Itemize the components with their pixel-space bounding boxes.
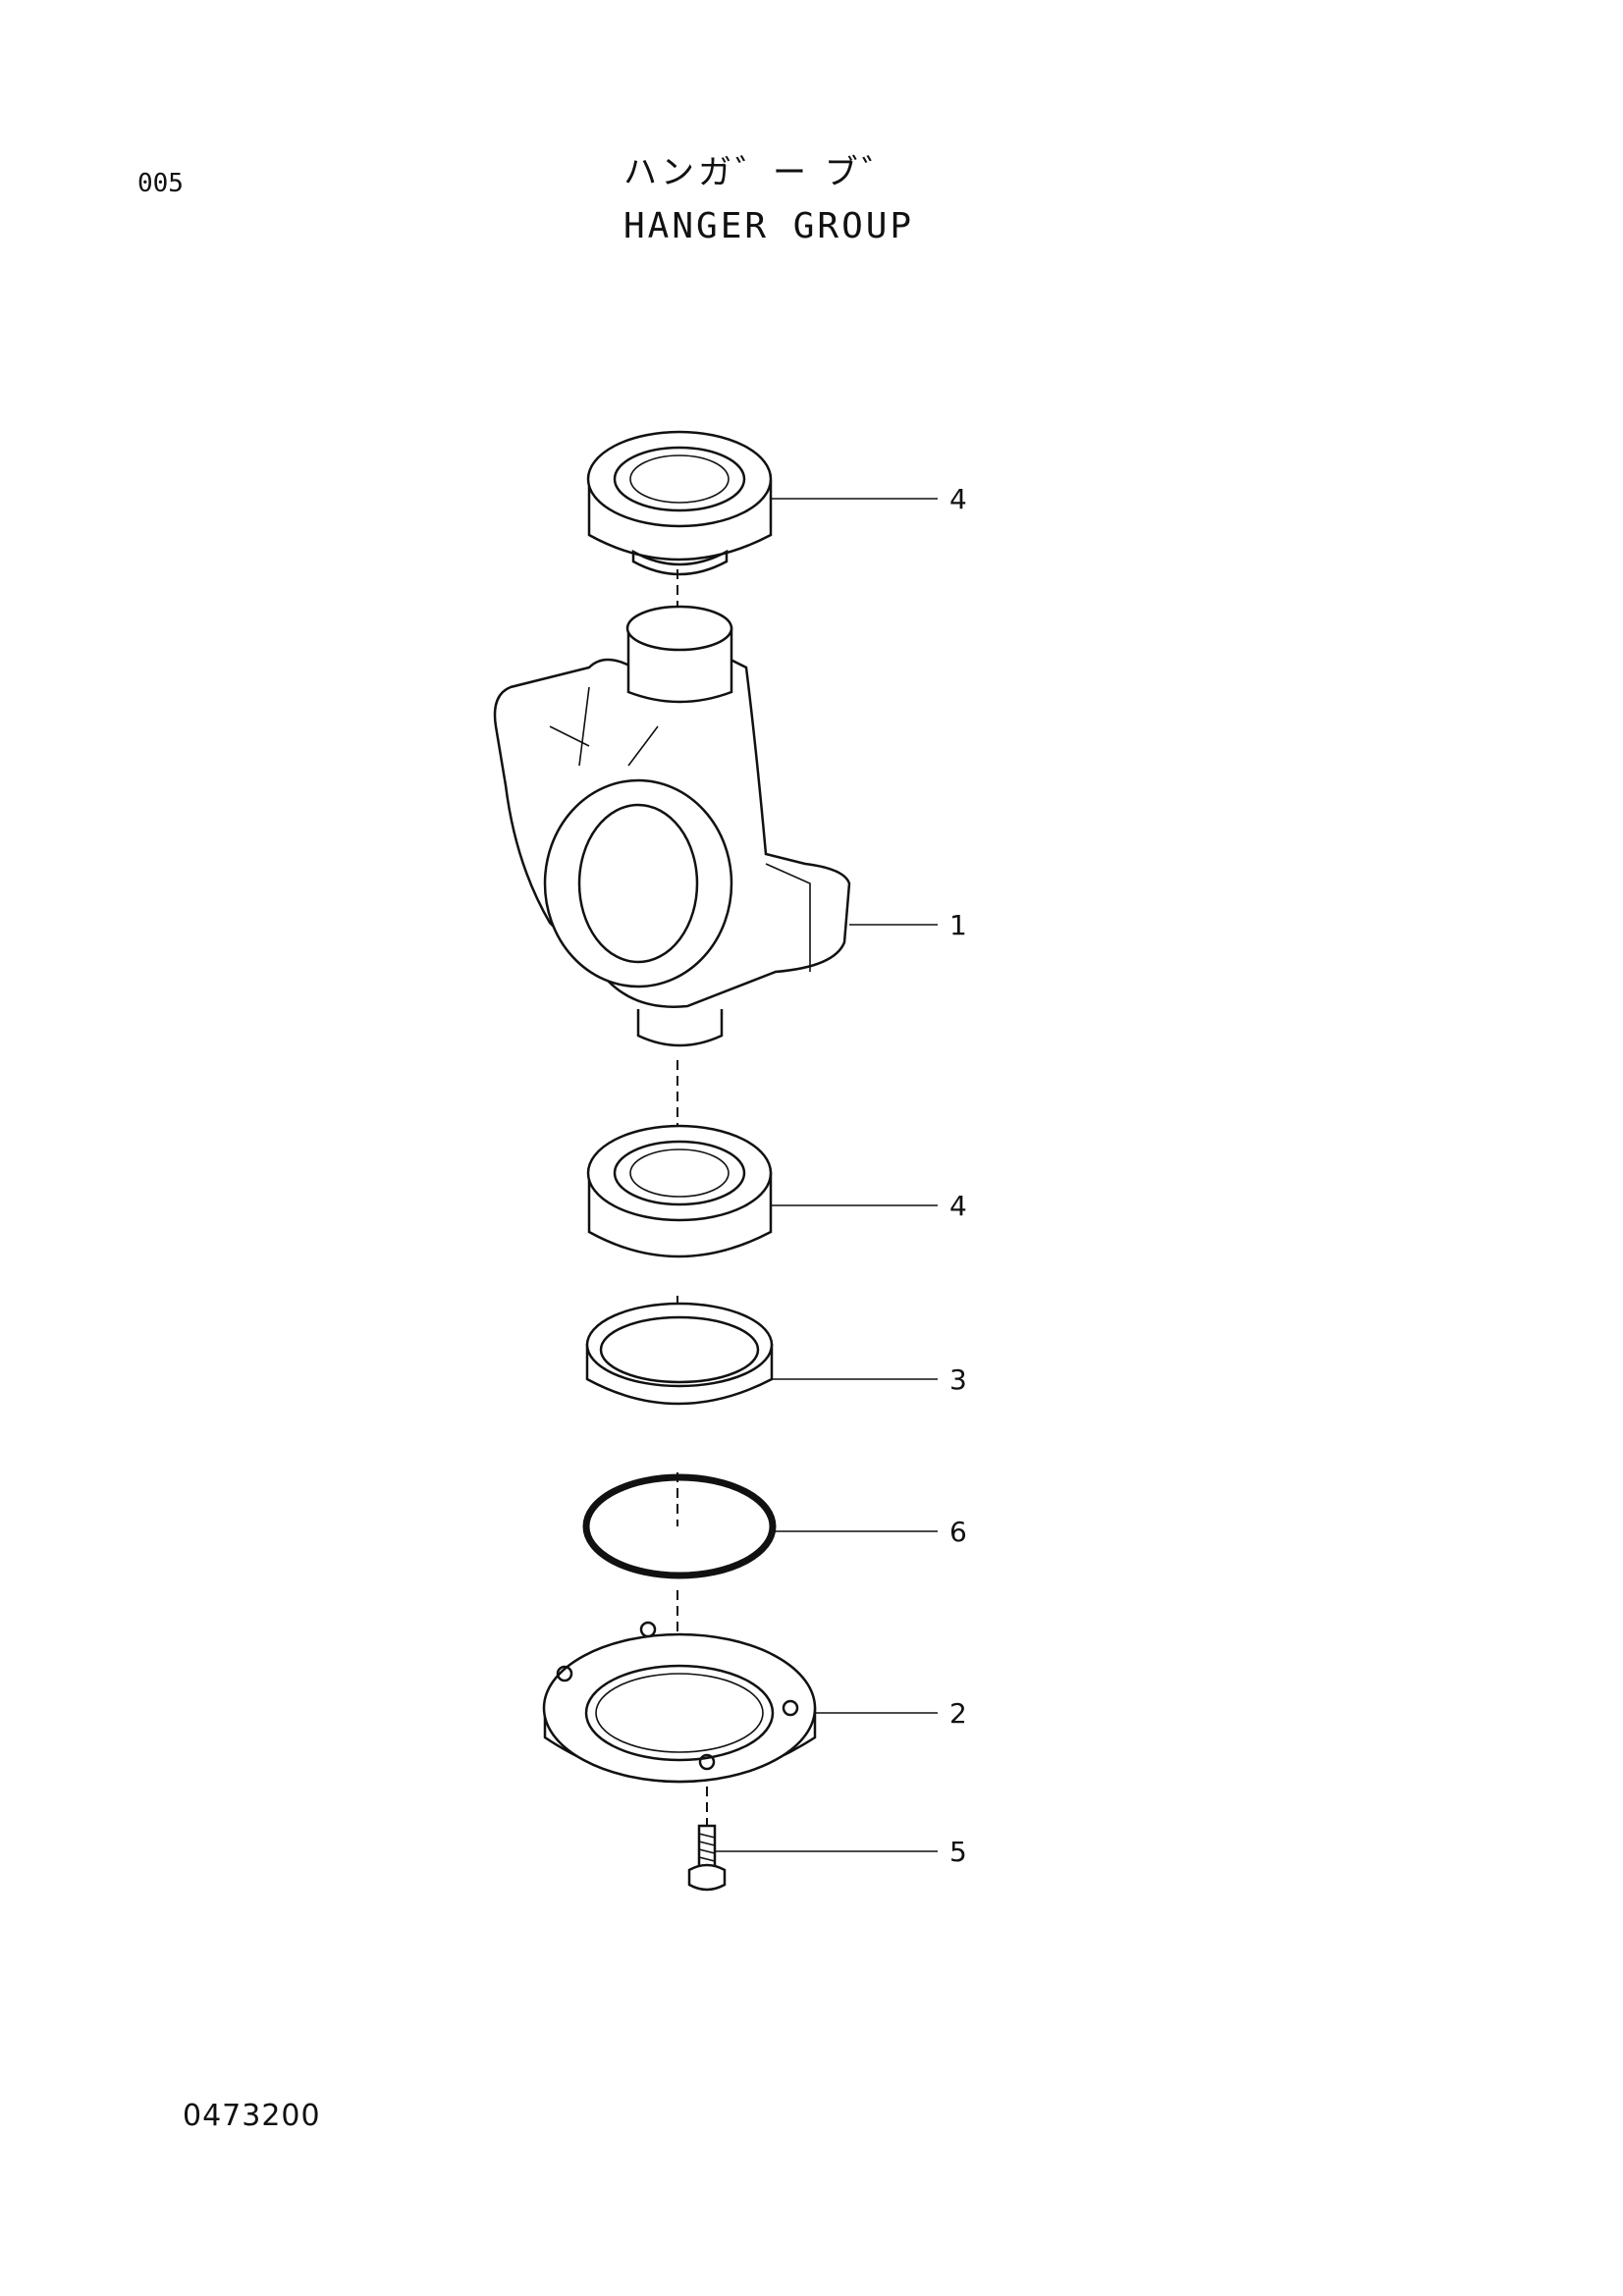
callout-o-ring: 6 [949,1516,967,1548]
callout-flange: 2 [949,1697,967,1730]
callout-bearing-top: 4 [949,483,967,515]
o-ring-part [582,1473,777,1579]
callout-bolt: 5 [949,1836,967,1868]
page-code: 005 [137,169,184,198]
bearing-bottom-part [586,1124,773,1258]
hanger-part [493,605,851,1047]
bearing-top-part [586,430,773,576]
bolt-part [687,1824,727,1892]
page-title: HANGER GROUP [623,206,915,246]
callout-bearing-bottom: 4 [949,1190,967,1222]
title-japanese: ハンガ゛ー ブ゛ [623,153,899,192]
callout-ring: 3 [949,1363,967,1396]
flange-part [542,1621,817,1784]
ring-part [585,1302,774,1406]
drawing-number: 0473200 [183,2099,321,2133]
callout-hanger: 1 [949,909,967,941]
